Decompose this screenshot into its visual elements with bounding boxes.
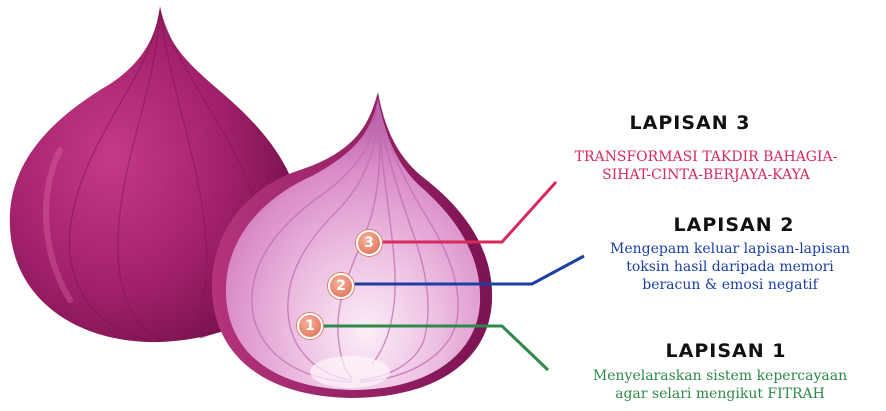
layer2-description: Mengepam keluar lapisan-lapisan toksin h…: [580, 240, 880, 294]
layer1-description: Menyelaraskan sistem kepercayaan agar se…: [560, 367, 880, 403]
connector-layer3: [380, 180, 558, 244]
layer3-line: SIHAT-CINTA-BERJAYA-KAYA: [602, 167, 810, 183]
connector-layer1: [322, 324, 550, 372]
connectors: [322, 180, 585, 372]
badge-layer2: 2: [328, 273, 354, 299]
badge-layer3: 3: [356, 230, 382, 256]
layer2-line: beracun & emosi negatif: [642, 277, 818, 293]
layer3-line: TRANSFORMASI TAKDIR BAHAGIA-: [574, 149, 838, 165]
layer2-title: LAPISAN 2: [673, 214, 795, 236]
layer1-title: LAPISAN 1: [665, 340, 787, 362]
half-onion: [211, 92, 493, 398]
layer3-description: TRANSFORMASI TAKDIR BAHAGIA- SIHAT-CINTA…: [546, 148, 866, 184]
connector-layer2: [352, 254, 585, 286]
layer3-title: LAPISAN 3: [629, 112, 751, 134]
layer1-line: agar selari mengikut FITRAH: [615, 386, 825, 402]
layer2-line: toksin hasil daripada memori: [626, 259, 834, 275]
badge-layer1: 1: [297, 313, 323, 339]
layer2-line: Mengepam keluar lapisan-lapisan: [609, 241, 851, 257]
layer1-line: Menyelaraskan sistem kepercayaan: [592, 368, 848, 384]
